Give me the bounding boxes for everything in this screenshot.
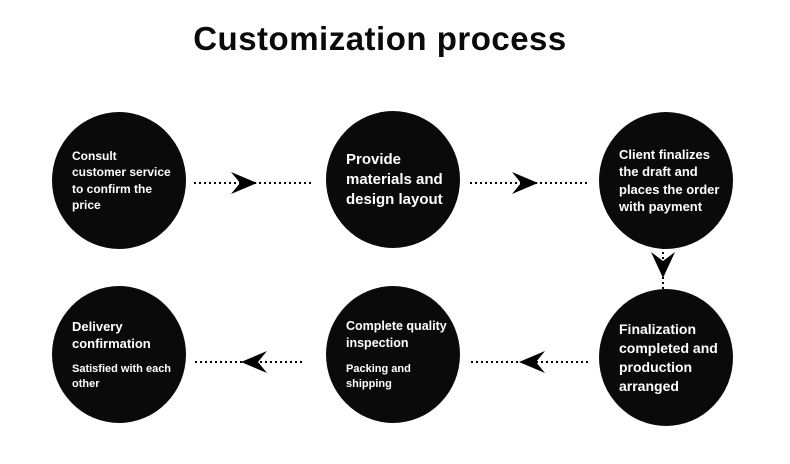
step-subtext-delivery: Satisfied with each other <box>72 363 172 390</box>
arrow-step4-to-step5 <box>471 351 588 373</box>
step-circle-client-finalizes: Client finalizes the draft and places th… <box>599 112 733 249</box>
arrow-step3-to-step4-down <box>651 247 675 291</box>
step-text-quality-inspection: Complete quality inspection <box>346 319 447 350</box>
step-circle-provide-materials: Provide materials and design layout <box>326 111 460 248</box>
step-circle-finalization: Finalization completed and production ar… <box>599 289 733 426</box>
step-text-client-finalizes: Client finalizes the draft and places th… <box>619 146 720 215</box>
step-text-finalization: Finalization completed and production ar… <box>619 320 718 394</box>
arrow-step5-to-step6 <box>195 351 304 373</box>
step-circle-consult-price: Consult customer service to confirm the … <box>52 112 186 249</box>
arrow-step1-to-step2 <box>194 172 312 194</box>
step-circle-delivery: Delivery confirmation Satisfied with eac… <box>52 286 186 423</box>
step-text-consult-price: Consult customer service to confirm the … <box>72 148 171 213</box>
arrow-step2-to-step3 <box>470 172 588 194</box>
step-subtext-quality-inspection: Packing and shipping <box>346 363 411 390</box>
step-circle-quality-inspection: Complete quality inspection Packing and … <box>326 286 460 423</box>
step-text-provide-materials: Provide materials and design layout <box>346 150 443 208</box>
page-title: Customization process <box>193 20 567 57</box>
step-text-delivery: Delivery confirmation <box>72 319 151 351</box>
